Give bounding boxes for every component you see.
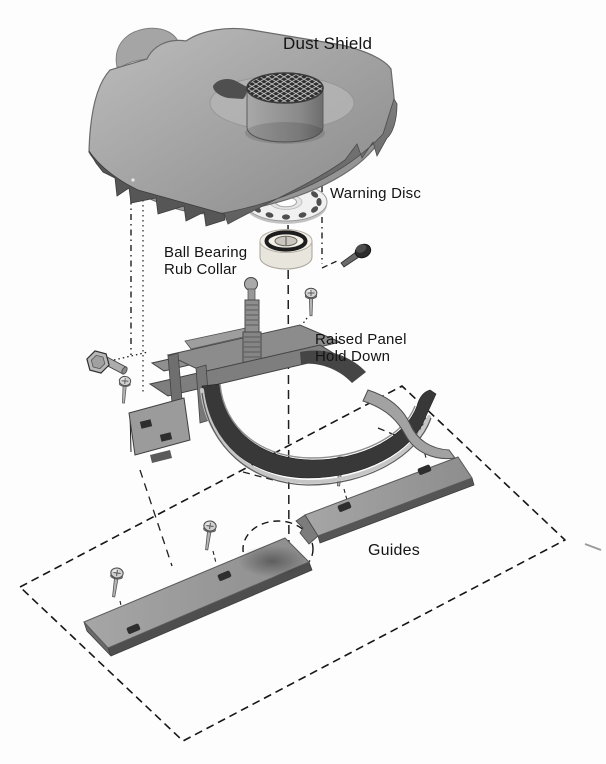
label-line: Rub Collar [164, 261, 237, 279]
leaf-spring [362, 389, 456, 460]
guide-plate-right [295, 456, 475, 545]
ball-bearing [259, 229, 313, 270]
honeycomb-port [245, 72, 325, 144]
label-line: Ball Bearing [164, 244, 248, 261]
table-outline [19, 385, 602, 742]
label-raised-panel-hold-down: Raised Panel Hold Down [315, 331, 407, 366]
label-guides: Guides [368, 542, 420, 559]
hold-down-band [200, 383, 437, 486]
guide-plate-left [83, 537, 313, 657]
label-line: Hold Down [315, 348, 391, 366]
label-line: Raised Panel [315, 331, 407, 348]
label-warning-disc: Warning Disc [330, 185, 422, 202]
hex-bolt [86, 350, 128, 375]
label-dust-shield: Dust Shield [283, 34, 373, 53]
hold-down-assembly [86, 277, 456, 486]
shield-screw-right [340, 243, 372, 268]
dust-shield [88, 27, 398, 227]
stray-mark [584, 543, 602, 551]
label-ball-bearing-rub-collar: Ball Bearing Rub Collar [164, 244, 247, 279]
